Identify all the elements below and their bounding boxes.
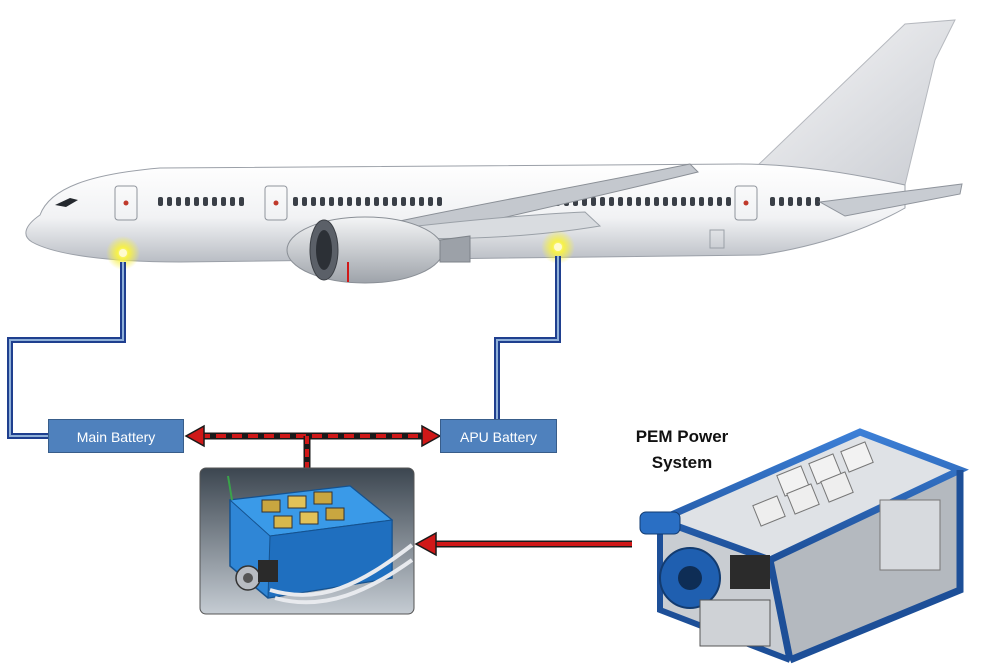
horizontal-stabilizer	[818, 183, 963, 217]
cabin-window	[788, 197, 793, 206]
cabin-window	[726, 197, 731, 206]
pem-system-image	[639, 428, 969, 664]
cabin-window	[797, 197, 802, 206]
battery-link-arrow	[184, 424, 442, 468]
cockpit-window	[55, 198, 78, 207]
cabin-window	[708, 197, 713, 206]
wing	[394, 163, 699, 233]
cabin-window	[338, 197, 343, 206]
cabin-window	[717, 197, 722, 206]
cabin-window	[815, 197, 820, 206]
main-battery-label: Main Battery	[76, 429, 156, 445]
cabin-window	[185, 197, 190, 206]
cabin-window	[194, 197, 199, 206]
vertical-stabilizer	[753, 19, 956, 186]
cabin-window	[770, 197, 775, 206]
cabin-window	[293, 197, 298, 206]
apu-battery-wire	[494, 256, 561, 419]
cabin-window	[672, 197, 677, 206]
main-battery-wire	[7, 262, 126, 439]
cabin-window	[419, 197, 424, 206]
cabin-window	[230, 197, 235, 206]
cabin-window	[158, 197, 163, 206]
cabin-window	[806, 197, 811, 206]
aircraft-illustration	[25, 19, 963, 284]
cabin-window	[365, 197, 370, 206]
cabin-window	[699, 197, 704, 206]
cabin-windows	[158, 197, 820, 206]
pem-to-battery-arrow	[414, 531, 632, 557]
cabin-window	[410, 197, 415, 206]
cabin-window	[203, 197, 208, 206]
cabin-window	[428, 197, 433, 206]
cabin-window	[176, 197, 181, 206]
cabin-window	[212, 197, 217, 206]
cabin-window	[383, 197, 388, 206]
cabin-window	[627, 197, 632, 206]
battery-module-image	[199, 467, 415, 615]
cabin-window	[645, 197, 650, 206]
pem-label-line1: PEM Power	[635, 427, 729, 446]
cabin-window	[167, 197, 172, 206]
cabin-window	[329, 197, 334, 206]
cabin-window	[779, 197, 784, 206]
engine	[286, 216, 471, 284]
pem-system-label: PEM Power System	[612, 424, 752, 476]
cabin-window	[690, 197, 695, 206]
cabin-window	[221, 197, 226, 206]
cabin-window	[239, 197, 244, 206]
apu-battery-box: APU Battery	[440, 419, 557, 453]
cabin-window	[591, 197, 596, 206]
cabin-window	[302, 197, 307, 206]
cabin-window	[609, 197, 614, 206]
door-3	[734, 185, 758, 221]
cabin-window	[401, 197, 406, 206]
cabin-window	[600, 197, 605, 206]
cabin-window	[392, 197, 397, 206]
cabin-window	[618, 197, 623, 206]
cabin-window	[437, 197, 442, 206]
cabin-window	[356, 197, 361, 206]
cabin-window	[636, 197, 641, 206]
cabin-window	[347, 197, 352, 206]
cabin-window	[374, 197, 379, 206]
apu-battery-label: APU Battery	[459, 429, 538, 445]
cabin-window	[681, 197, 686, 206]
pem-label-line2: System	[651, 453, 713, 472]
cabin-window	[663, 197, 668, 206]
main-battery-box: Main Battery	[48, 419, 184, 453]
cabin-window	[320, 197, 325, 206]
cabin-window	[311, 197, 316, 206]
door-1	[114, 185, 138, 221]
door-2	[264, 185, 288, 221]
cabin-window	[654, 197, 659, 206]
